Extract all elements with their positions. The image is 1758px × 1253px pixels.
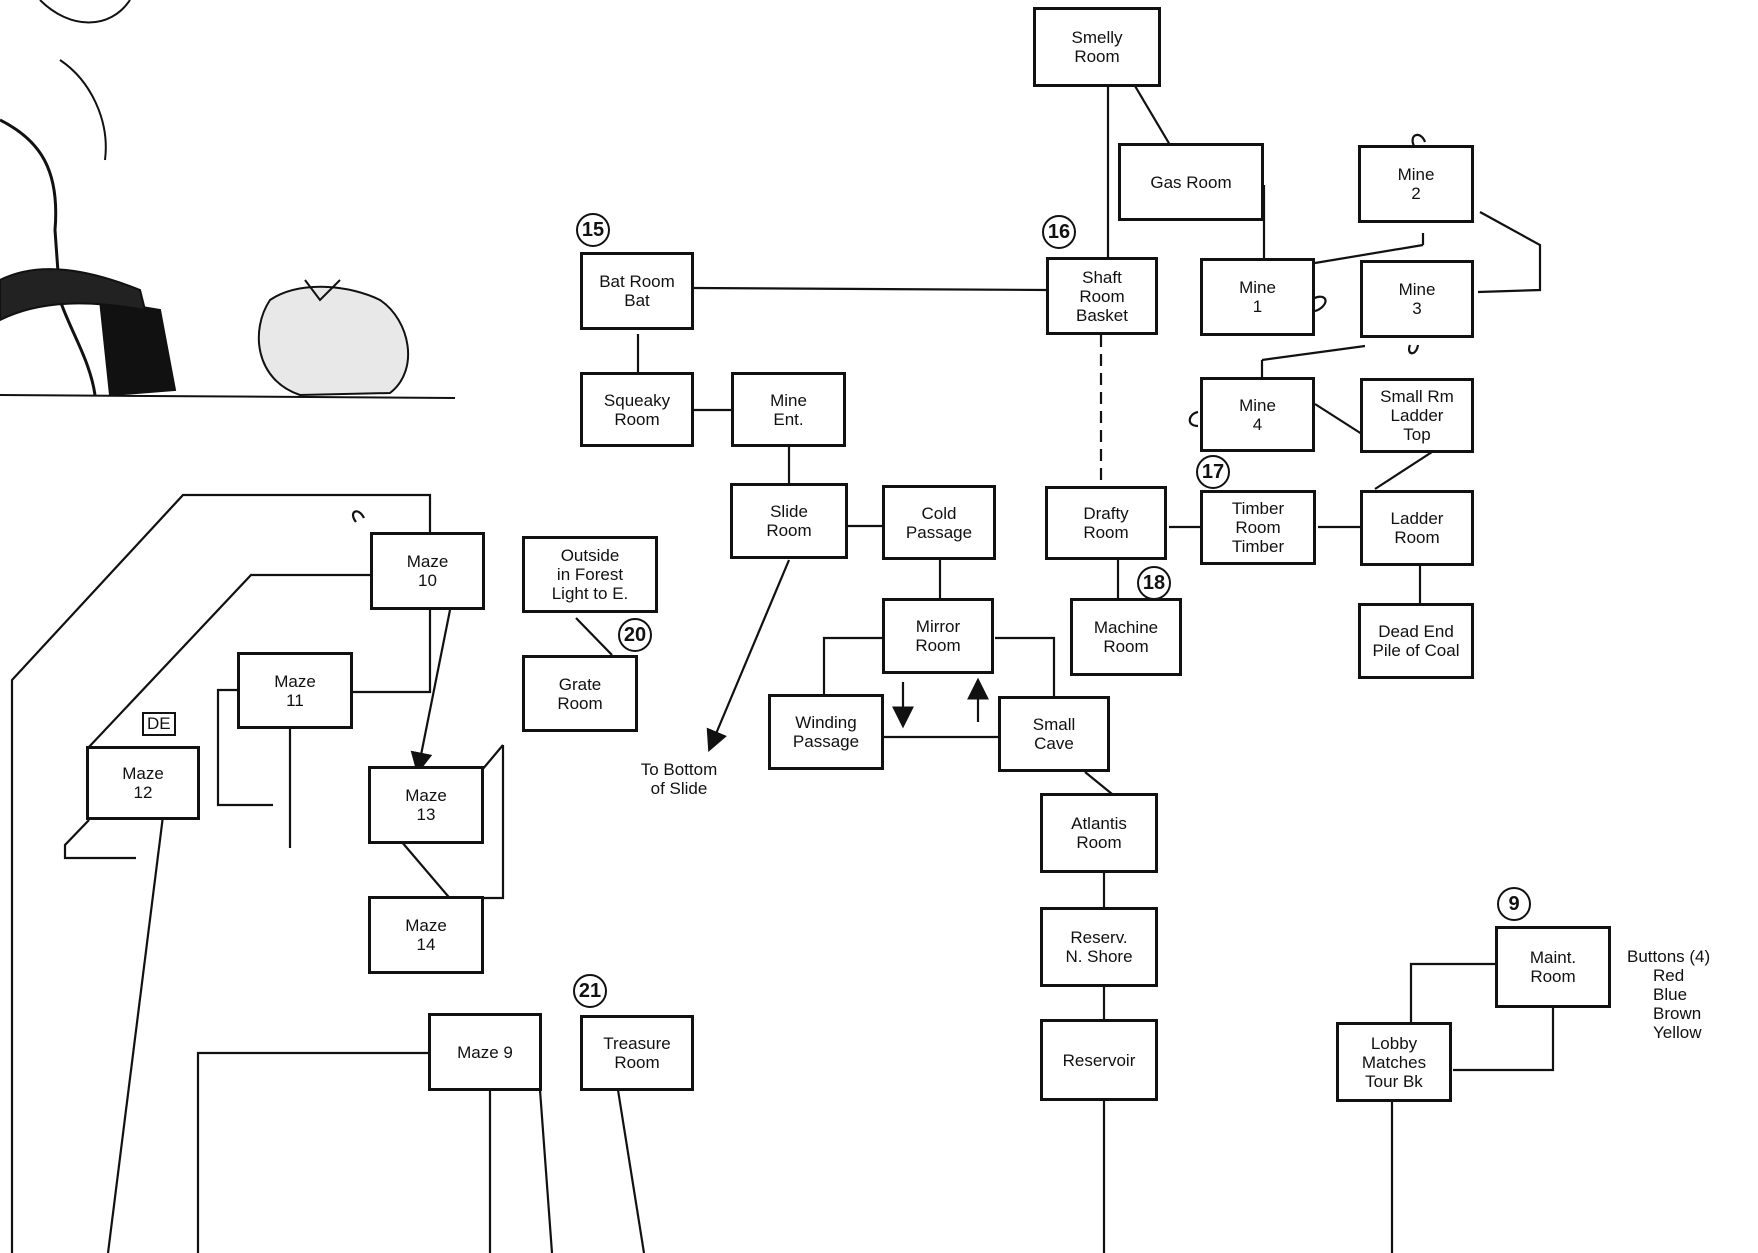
room-cold-passage: Cold Passage <box>882 485 996 560</box>
room-smelly-room: Smelly Room <box>1033 7 1161 87</box>
room-reservoir-north-shore: Reserv. N. Shore <box>1040 907 1158 987</box>
marker-21: 21 <box>573 974 607 1008</box>
room-bat-room: Bat Room Bat <box>580 252 694 330</box>
room-mine-1: Mine 1 <box>1200 258 1315 336</box>
room-small-rm-ladder-top: Small Rm Ladder Top <box>1360 378 1474 453</box>
room-outside-forest: Outside in Forest Light to E. <box>522 536 658 613</box>
room-maze-9: Maze 9 <box>428 1013 542 1091</box>
room-maze-11: Maze 11 <box>237 652 353 729</box>
room-maze-14: Maze 14 <box>368 896 484 974</box>
marker-17: 17 <box>1196 455 1230 489</box>
room-grate-room: Grate Room <box>522 655 638 732</box>
button-color-item: Blue <box>1653 985 1688 1004</box>
room-small-cave: Small Cave <box>998 696 1110 772</box>
marker-18: 18 <box>1137 566 1171 600</box>
room-mine-3: Mine 3 <box>1360 260 1474 338</box>
room-maint-room: Maint. Room <box>1495 926 1611 1008</box>
buttons-list: Red Blue Brown Yellow <box>1627 966 1710 1042</box>
room-slide-room: Slide Room <box>730 483 848 559</box>
room-timber-room: Timber Room Timber <box>1200 490 1316 565</box>
buttons-legend: Buttons (4) Red Blue Brown Yellow <box>1627 947 1710 1042</box>
room-winding-passage: Winding Passage <box>768 694 884 770</box>
room-lobby: Lobby Matches Tour Bk <box>1336 1022 1452 1102</box>
room-ladder-room: Ladder Room <box>1360 490 1474 566</box>
marker-9: 9 <box>1497 887 1531 921</box>
room-treasure-room: Treasure Room <box>580 1015 694 1091</box>
marker-20: 20 <box>618 618 652 652</box>
room-atlantis-room: Atlantis Room <box>1040 793 1158 873</box>
marker-15: 15 <box>576 213 610 247</box>
button-color-item: Yellow <box>1653 1023 1702 1042</box>
slide-bottom-note: To Bottom of Slide <box>640 760 718 798</box>
room-reservoir: Reservoir <box>1040 1019 1158 1101</box>
illustration-sketch <box>0 0 456 399</box>
room-machine-room: Machine Room <box>1070 598 1182 676</box>
room-mirror-room: Mirror Room <box>882 598 994 674</box>
room-squeaky-room: Squeaky Room <box>580 372 694 447</box>
button-color-item: Red <box>1653 966 1685 985</box>
marker-16: 16 <box>1042 215 1076 249</box>
room-maze-13: Maze 13 <box>368 766 484 844</box>
dead-end-tag: DE <box>142 712 176 736</box>
room-shaft-room: Shaft Room Basket <box>1046 257 1158 335</box>
room-maze-12: Maze 12 <box>86 746 200 820</box>
room-gas-room: Gas Room <box>1118 143 1264 221</box>
buttons-title: Buttons (4) <box>1627 947 1711 966</box>
room-mine-4: Mine 4 <box>1200 377 1315 452</box>
room-mine-entrance: Mine Ent. <box>731 372 846 447</box>
button-color-item: Brown <box>1653 1004 1702 1023</box>
room-dead-end: Dead End Pile of Coal <box>1358 603 1474 679</box>
room-maze-10: Maze 10 <box>370 532 485 610</box>
room-drafty-room: Drafty Room <box>1045 486 1167 560</box>
room-mine-2: Mine 2 <box>1358 145 1474 223</box>
